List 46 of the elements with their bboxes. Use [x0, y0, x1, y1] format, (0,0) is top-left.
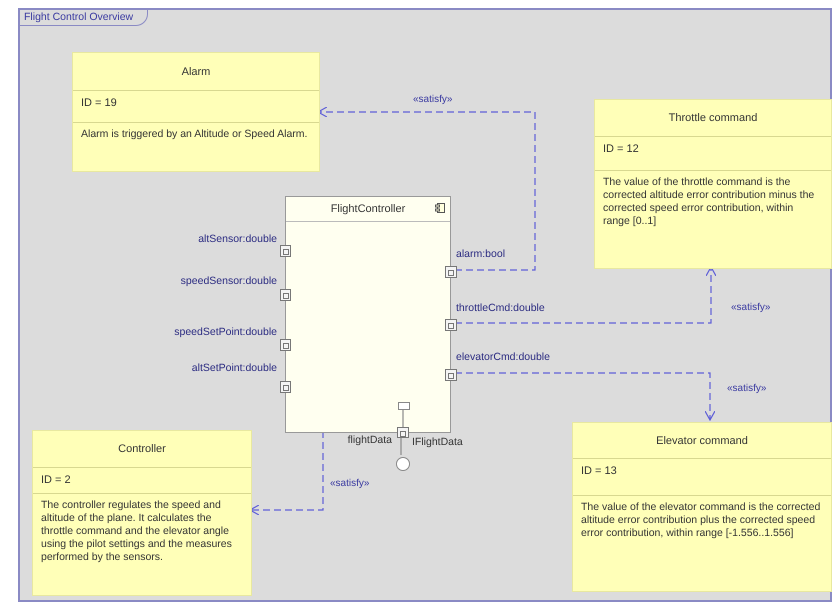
port-square: [280, 339, 291, 351]
requirement-name: Elevator command: [656, 434, 748, 446]
port-square: [445, 319, 457, 331]
port-square: [280, 381, 291, 393]
port-label: flightData: [348, 434, 392, 446]
dependency-arrow: [455, 372, 716, 421]
requirement-text: The value of the throttle command is the corrected altitude error contribution minus the corrected speed error contribution, within range [0..1]: [603, 176, 814, 227]
edge-label: «satisfy»: [730, 302, 772, 313]
requirement-box: [594, 99, 832, 269]
requirement-name: Alarm: [182, 66, 210, 78]
edge-label: «satisfy»: [726, 383, 768, 394]
edge-label: «satisfy»: [329, 478, 370, 489]
interface-label: IFlightData: [412, 436, 463, 448]
port-label: altSensor:double: [198, 233, 277, 245]
frame-title: Flight Control Overview: [20, 10, 148, 26]
requirement-box: [572, 422, 832, 592]
diagram-frame: [18, 8, 832, 602]
requirement-text: Alarm is triggered by an Altitude or Speed Alarm.: [81, 128, 308, 140]
port-square: [445, 369, 457, 381]
block-name: FlightController: [330, 203, 406, 215]
port-square: [445, 266, 457, 278]
block-box: [285, 196, 451, 433]
requirement-text: The value of the elevator command is the corrected altitude error contribution plus the corrected speed error contribution, within range [-1.556..1.556]: [581, 501, 820, 539]
port-square: [280, 245, 291, 257]
port-square: [397, 427, 409, 438]
port-label: altSetPoint:double: [192, 362, 277, 374]
requirement-id: ID = 13: [581, 465, 617, 477]
requirement-id: ID = 12: [603, 143, 639, 155]
requirement-box: [32, 430, 252, 596]
port-label: speedSensor:double: [180, 275, 277, 287]
requirement-id: ID = 19: [81, 97, 117, 109]
port-square: [280, 289, 291, 301]
requirement-text: The controller regulates the speed and altitude of the plane. It calculates the throttle command and the elevator angle using the pilot settings and the measures performed by the sensors.: [41, 499, 232, 563]
requirement-box: [72, 52, 320, 172]
port-label: alarm:bool: [456, 248, 506, 260]
requirement-name: Throttle command: [668, 112, 758, 124]
edge-label: «satisfy»: [412, 94, 454, 105]
requirement-name: Controller: [118, 443, 166, 455]
interface-circle: [396, 457, 410, 471]
port-label: speedSetPoint:double: [174, 326, 277, 338]
requirement-id: ID = 2: [41, 474, 71, 486]
port-label: throttleCmd:double: [456, 302, 545, 314]
connector-line: [400, 436, 402, 455]
internal-part-box: [398, 402, 410, 410]
connector-line: [402, 409, 404, 427]
port-label: elevatorCmd:double: [456, 351, 550, 363]
